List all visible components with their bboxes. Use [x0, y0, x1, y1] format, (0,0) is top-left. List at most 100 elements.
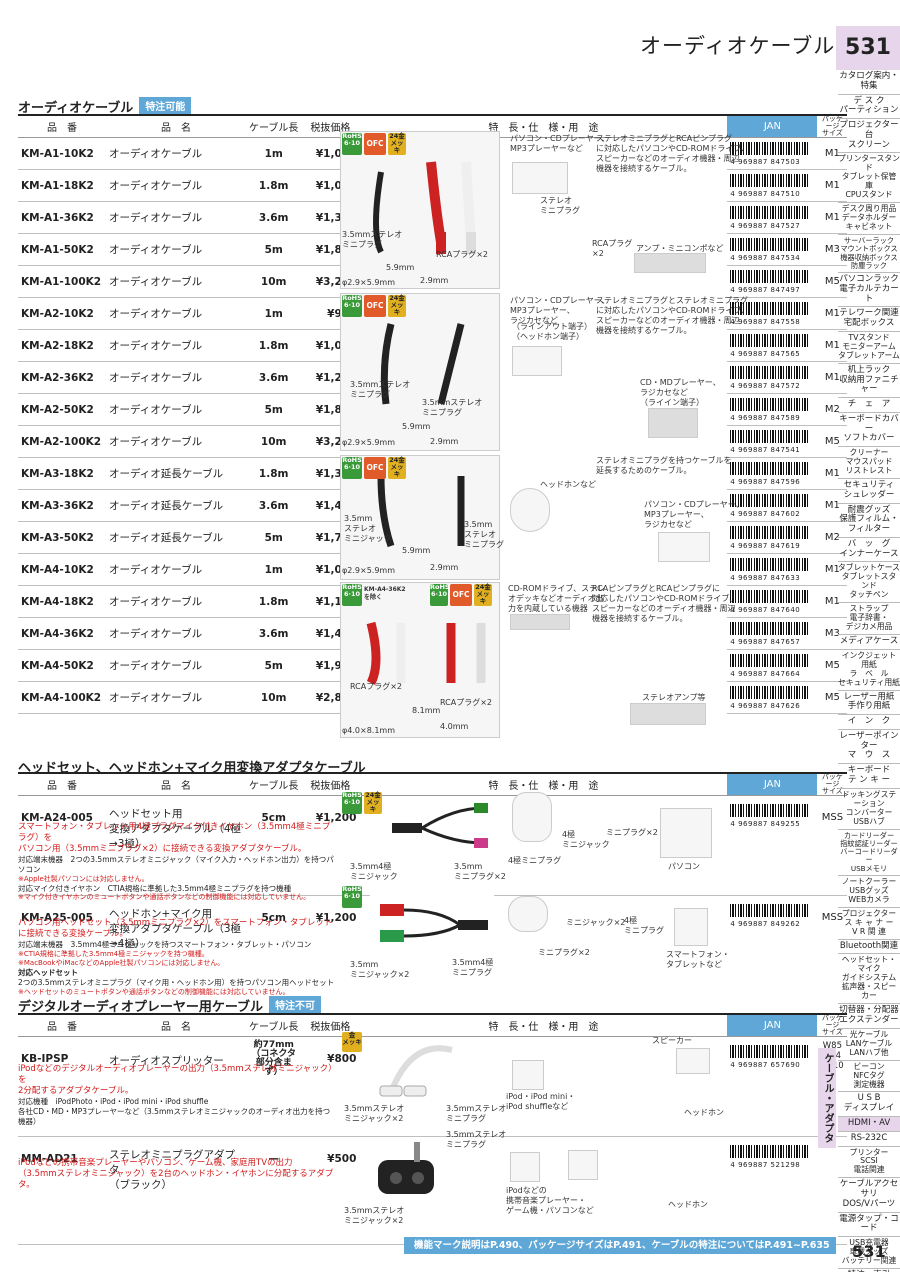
jan-number: 4 969887 847640 — [730, 605, 801, 614]
product-name: ステレオミニプラグアダプタ （ブラック） — [106, 1136, 246, 1245]
sidebar-item[interactable]: TVスタンド モニターアーム タブレットアーム — [838, 332, 900, 364]
sidebar-item[interactable]: USB充電器 車載グッズ バッテリー関連 — [838, 1237, 900, 1270]
km-a2-cable-illustration — [380, 323, 465, 405]
section-audio-cable: オーディオケーブル特注可能 — [18, 97, 192, 116]
b2-plug-label: 3.5mm4極 ミニプラグ — [452, 958, 494, 977]
jan-number: 4 969887 849262 — [730, 920, 801, 928]
sidebar-item[interactable]: デスク周り用品 データホルダー キャビネット — [838, 203, 900, 235]
sidebar-item[interactable]: U S B ディスプレイ — [838, 1092, 900, 1117]
a3-height-label: 2.9mm — [430, 563, 459, 572]
a2-dim-label: φ2.9×5.9mm — [342, 438, 396, 447]
sidebar-item[interactable]: ヘッドセット・マイク ガイドシステム 拡声器・スピーカー — [838, 954, 900, 1005]
package-size: M1 — [817, 201, 848, 234]
km-a4-cable-illustration — [366, 621, 486, 686]
sidebar-item[interactable]: レーザーポインター マ ウ ス — [838, 730, 900, 765]
a3-description: ステレオミニプラグを持つケーブルを 延長するためのケーブル。 — [596, 456, 732, 475]
sidebar-item[interactable]: プリンタースタンド タブレット保管庫 CPUスタンド — [838, 153, 900, 204]
sidebar-item[interactable]: インクジェット用紙 ラ ベ ル セキュリティ用紙 — [838, 650, 900, 691]
product-code: KM-A1-50K2 — [18, 233, 106, 266]
footer-note: 機能マーク説明はP.490、パッケージサイズはP.491、ケーブルの特注について… — [404, 1237, 836, 1254]
sidebar-item[interactable]: HDMI・AV — [838, 1117, 900, 1132]
jan-cell: 4 969887 847558 — [727, 297, 818, 330]
cable-length: — — [246, 1136, 302, 1245]
sidebar-item[interactable]: 耐震グッズ 保護フィルム・フィルター — [838, 504, 900, 538]
sidebar-item[interactable]: プロジェクター台 スクリーン — [838, 119, 900, 154]
sidebar-item[interactable]: デ ス ク パーティション — [838, 95, 900, 120]
jan-number: 4 969887 847619 — [730, 541, 801, 550]
product-name: オーディオケーブル — [106, 681, 246, 714]
a2-cd-label: CD・MDプレーヤー、 ラジカセなど （ライイン端子） — [640, 378, 721, 407]
product-code: KM-A2-10K2 — [18, 297, 106, 330]
jan-cell: 4 969887 847527 — [727, 201, 818, 234]
cable-length: 3.6m — [246, 617, 302, 650]
sidebar-item[interactable]: メディアケース — [838, 635, 900, 650]
jan-number: 4 969887 847664 — [730, 669, 801, 678]
cable-length: 10m — [246, 265, 302, 298]
km-a24-notes: スマートフォン・タブレット用4極プラグマイク付きイヤホン（3.5mm4極ミニプラ… — [18, 822, 336, 903]
sidebar-item[interactable]: ノートクーラー USBグッズ WEBカメラ — [838, 876, 900, 908]
a2-pc-label: パソコン・CDプレーヤー、 MP3プレーヤー、 ラジカセなど — [510, 296, 610, 325]
package-size: M1 — [817, 457, 848, 490]
sidebar-item[interactable]: Bluetooth関連 — [838, 940, 900, 955]
sidebar-item[interactable]: レーザー用紙 手作り用紙 — [838, 691, 900, 716]
note-line: 対応端末機器 2つの3.5mmステレオミニジャック（マイク入力・ヘッドホン出力）… — [18, 855, 334, 874]
sidebar-item[interactable]: ケーブルアクセサリ DOS/Vパーツ — [838, 1178, 900, 1213]
price: ¥500 — [301, 1136, 360, 1245]
col-price: 税抜価格 — [301, 772, 360, 796]
sidebar-item[interactable]: プリンター SCSI 電話関連 — [838, 1147, 900, 1179]
product-code: KM-A2-100K2 — [18, 425, 106, 458]
sidebar-item[interactable]: タブレットケース タブレットスタンド タッチペン — [838, 562, 900, 604]
sidebar-item[interactable]: セキュリティ シュレッダー — [838, 479, 900, 504]
sidebar-item[interactable]: 机上ラック 収納用ファニチャー — [838, 364, 900, 399]
jan-cell: 4 969887 847657 — [727, 617, 818, 650]
product-code: KM-A4-10K2 — [18, 553, 106, 586]
jan-cell: 4 969887 847640 — [727, 585, 818, 618]
sidebar-item[interactable]: キーボードカバー ソフトカバー — [838, 413, 900, 448]
earphone-icon — [512, 792, 552, 842]
sidebar-item[interactable]: 特注・索引 — [838, 1269, 900, 1272]
package-size: M5 — [817, 425, 848, 458]
jan-cell: 4 969887 847510 — [727, 169, 818, 202]
c1-plug-label: 3.5mmステレオ ミニプラグ — [446, 1104, 507, 1123]
product-name: オーディオケーブル — [106, 201, 246, 234]
sidebar-item[interactable]: プロジェクター ス キ ャ ナ ー V R 関 連 — [838, 908, 900, 940]
sidebar-item[interactable]: イ ン ク — [838, 715, 900, 730]
product-name: オーディオケーブル — [106, 361, 246, 394]
package-size: M2 — [817, 393, 848, 426]
a1-description: ステレオミニプラグとRCAピンプラグ に対応したパソコンやCD-ROMドライブ、… — [596, 134, 750, 173]
sidebar-item[interactable]: ストラップ 電子辞書・ デジカメ用品 — [838, 603, 900, 636]
sidebar-item[interactable]: カードリーダー 指紋認証リーダー バーコードリーダー USBメモリ — [838, 830, 900, 876]
a4-rca-left-label: RCAプラグ×2 — [350, 682, 403, 691]
package-size: M1 — [817, 137, 848, 170]
sidebar-item[interactable]: ドッキングステーション コンバーター USBハブ — [838, 789, 900, 830]
product-image-km-a2 — [340, 293, 500, 451]
sidebar-item[interactable]: サーバーラック マウントボックス 機器収納ボックス 防塵ラック — [838, 235, 900, 274]
barcode-icon — [730, 904, 811, 917]
col-code: 品 番 — [18, 772, 106, 796]
sidebar-item[interactable]: テレワーク関連 宅配ボックス — [838, 307, 900, 332]
note-line: 各社CD・MD・MP3プレーヤーなど（3.5mmステレオミニジャックのオーディオ… — [18, 1106, 331, 1126]
sidebar-item[interactable]: クリーナー マウスパッド リストレスト — [838, 447, 900, 480]
barcode-icon — [730, 141, 811, 155]
sidebar-item[interactable]: 切替器・分配器 エクステンダー — [838, 1004, 900, 1029]
sidebar-item[interactable]: 電源タップ・コード — [838, 1213, 900, 1238]
note-line: ※MacBookやiMacなどのApple社製パソコンには対応しません。 — [18, 958, 225, 967]
sidebar-item[interactable]: カタログ案内・特集 — [838, 70, 900, 95]
sidebar-item[interactable]: バ ッ グ インナーケース — [838, 538, 900, 563]
ofc-mark: OFC — [364, 457, 386, 479]
sidebar-item[interactable]: チ ェ ア — [838, 398, 900, 413]
c2-headphone-label: ヘッドホン — [668, 1200, 708, 1209]
a1-amp-label: アンプ・ミニコンポなど — [636, 244, 724, 253]
sidebar-item[interactable]: パソコンラック 電子カルテカート — [838, 273, 900, 308]
b1-4pole-plug-label: 4極ミニプラグ — [508, 856, 562, 865]
sidebar-item[interactable]: 光ケーブル LANケーブル LANハブ他 — [838, 1029, 900, 1061]
sidebar-item[interactable]: ビーコン NFCタグ 測定機器 — [838, 1061, 900, 1093]
sidebar-item[interactable]: RS-232C — [838, 1132, 900, 1147]
sidebar-item[interactable]: キーボード テ ン キ ー — [838, 764, 900, 789]
section-title: デジタルオーディオプレーヤー用ケーブル — [18, 1000, 264, 1015]
product-code: KM-A2-18K2 — [18, 329, 106, 362]
